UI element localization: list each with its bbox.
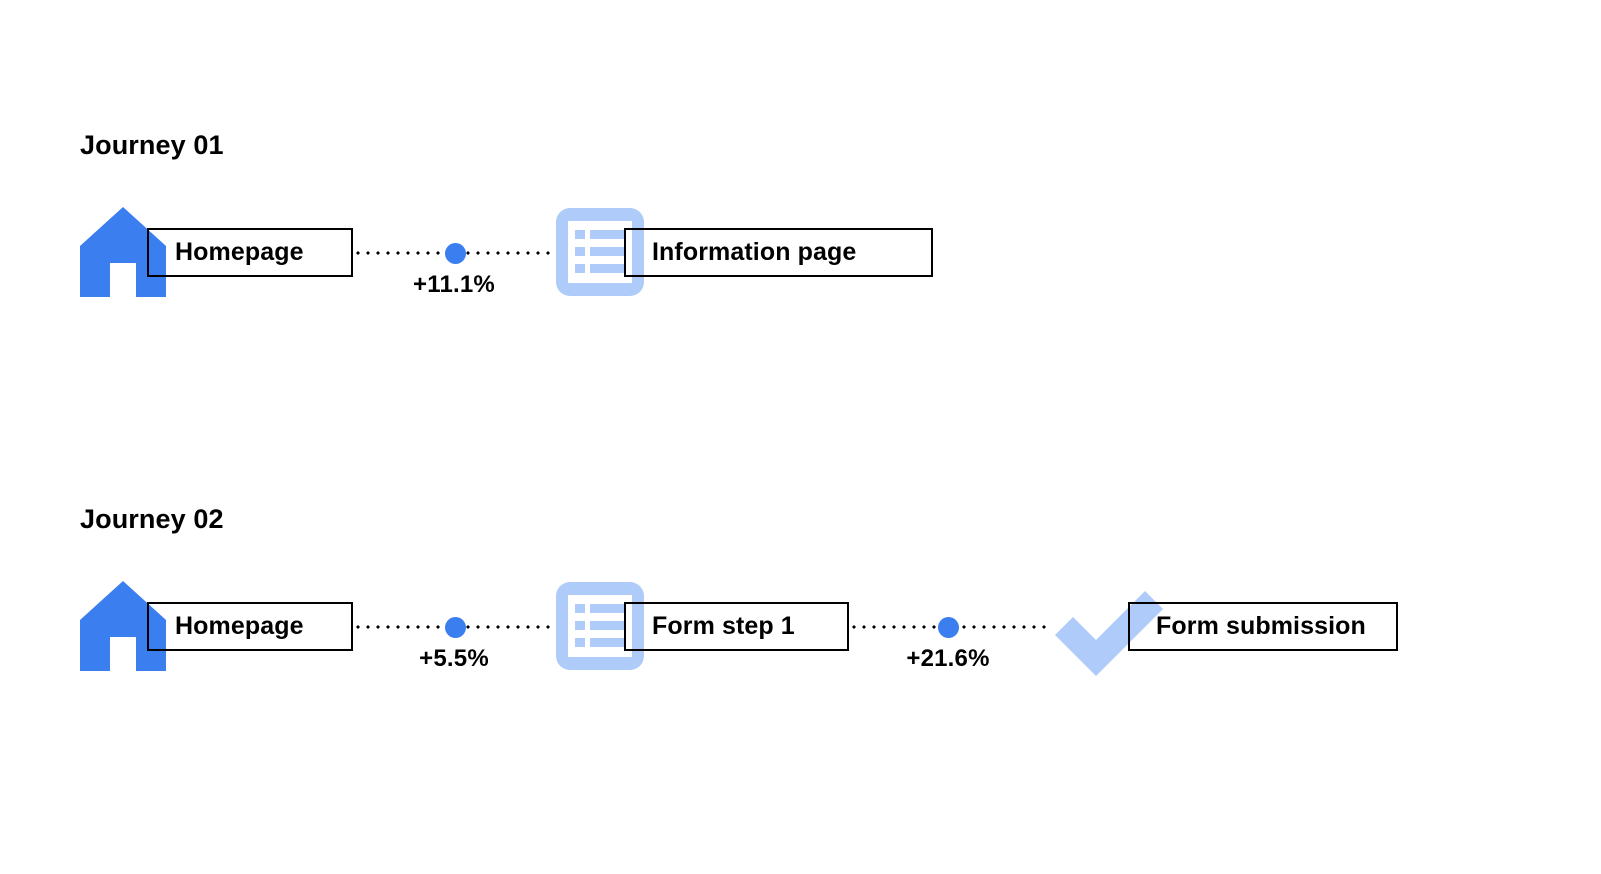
journey-title-02: Journey 02 [80,504,224,534]
journey-step-box[interactable]: Form step 1 [624,602,849,651]
transition-percentage: +5.5% [419,645,489,672]
home-icon [78,579,168,673]
journey-step-box[interactable]: Information page [624,228,933,277]
connector-dot-icon [938,617,959,638]
journey-step-label: Information page [652,238,857,266]
journey-title-01: Journey 01 [80,130,224,160]
journey-step-label: Homepage [175,238,304,266]
journey-step-homepage[interactable]: Homepage [78,579,353,689]
journey-connector-2: +21.6% [849,579,1049,689]
document-list-icon [555,205,645,299]
journey-step-box[interactable]: Homepage [147,228,353,277]
connector-dot-icon [445,617,466,638]
document-list-icon [555,579,645,673]
connector-dot-icon [445,243,466,264]
checkmark-icon [1049,579,1164,689]
journey-step-box[interactable]: Form submission [1128,602,1398,651]
journey-step-information-page[interactable]: Information page [555,205,933,315]
journey-step-label: Form step 1 [652,612,795,640]
journey-step-label: Form submission [1156,612,1366,640]
journey-step-form-step-1[interactable]: Form step 1 [555,579,849,689]
journey-flow-row-02: Homepage +5.5% [0,579,1601,709]
journey-step-label: Homepage [175,612,304,640]
transition-percentage: +11.1% [413,271,495,298]
journey-connector-1: +5.5% [353,579,555,689]
journey-step-form-submission[interactable]: Form submission [1049,579,1398,689]
transition-percentage: +21.6% [906,645,990,672]
journey-flow-row-01: Homepage +11.1% [0,205,1601,335]
journey-connector-1: +11.1% [353,205,555,315]
journey-step-box[interactable]: Homepage [147,602,353,651]
journey-step-homepage[interactable]: Homepage [78,205,353,315]
home-icon [78,205,168,299]
